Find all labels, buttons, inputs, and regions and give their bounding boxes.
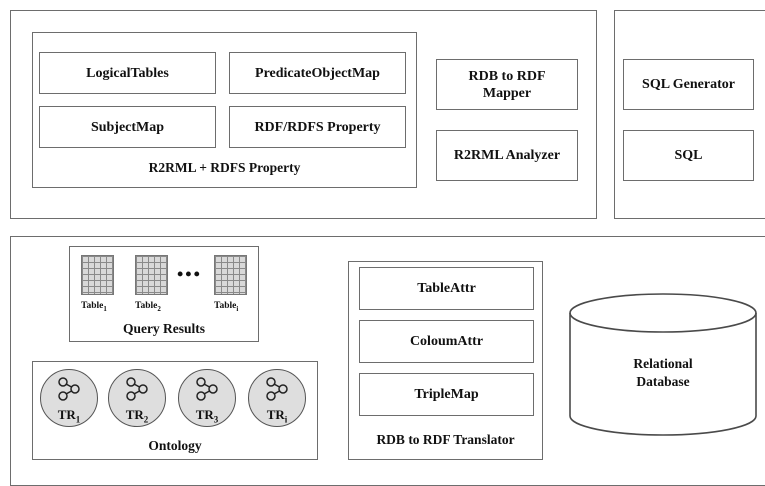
tr-1-node [40,369,98,427]
coloum-attr-box: ColoumAttr [359,320,534,363]
tr-i-label: TRi [257,407,297,425]
tr-2-graph-icon [126,377,148,401]
table-2-label: Table2 [135,301,161,313]
rdf-rdfs-property-box: RDF/RDFS Property [229,106,406,148]
tr-3-label: TR3 [187,407,227,425]
subject-map-box: SubjectMap [39,106,216,148]
table-1-subscript: 1 [103,304,107,313]
table-2-subscript: 2 [157,304,161,313]
sql-box: SQL [623,130,754,181]
tr-i-subscript: i [284,414,288,425]
tr-3-graph-icon [196,377,218,401]
database-cylinder-icon [569,293,757,436]
tr-1-label-text: TR [57,407,76,422]
triple-map-box: TripleMap [359,373,534,416]
tr-i-graph-icon [266,377,288,401]
tr-i-label-text: TR [266,407,285,422]
table-1-icon [81,255,114,295]
tr-3-subscript: 3 [213,414,219,425]
tr-2-node [108,369,166,427]
table-i-subscript: i [236,304,239,313]
query-results-caption: Query Results [122,321,206,336]
tr-1-label: TR1 [49,407,89,425]
translator-caption: RDB to RDF Translator [376,432,515,447]
logical-tables-box: LogicalTables [39,52,216,94]
database-label: Relational Database [633,356,693,389]
sql-generator-box: SQL Generator [623,59,754,110]
table-2-label-text: Table [135,301,158,311]
tr-2-label-text: TR [125,407,144,422]
tr-i-node [248,369,306,427]
ellipsis: ••• [177,264,202,284]
table-attr-box: TableAttr [359,267,534,310]
sql-module-panel [614,10,765,219]
tr-3-label-text: TR [195,407,214,422]
predicate-object-map-box: PredicateObjectMap [229,52,406,94]
rdb-to-rdf-mapper-box: RDB to RDF Mapper [436,59,578,110]
tr-3-node [178,369,236,427]
table-i-label-text: Table [214,301,237,311]
table-i-label: Tablei [214,301,238,313]
tr-2-subscript: 2 [143,414,149,425]
r2rml-caption: R2RML + RDFS Property [148,160,301,175]
table-2-icon [135,255,168,295]
tr-1-subscript: 1 [75,414,81,425]
table-1-label-text: Table [81,301,104,311]
table-1-label: Table1 [81,301,107,313]
r2rml-analyzer-box: R2RML Analyzer [436,130,578,181]
ontology-caption: Ontology [148,438,202,453]
tr-1-graph-icon [58,377,80,401]
tr-2-label: TR2 [117,407,157,425]
table-i-icon [214,255,247,295]
